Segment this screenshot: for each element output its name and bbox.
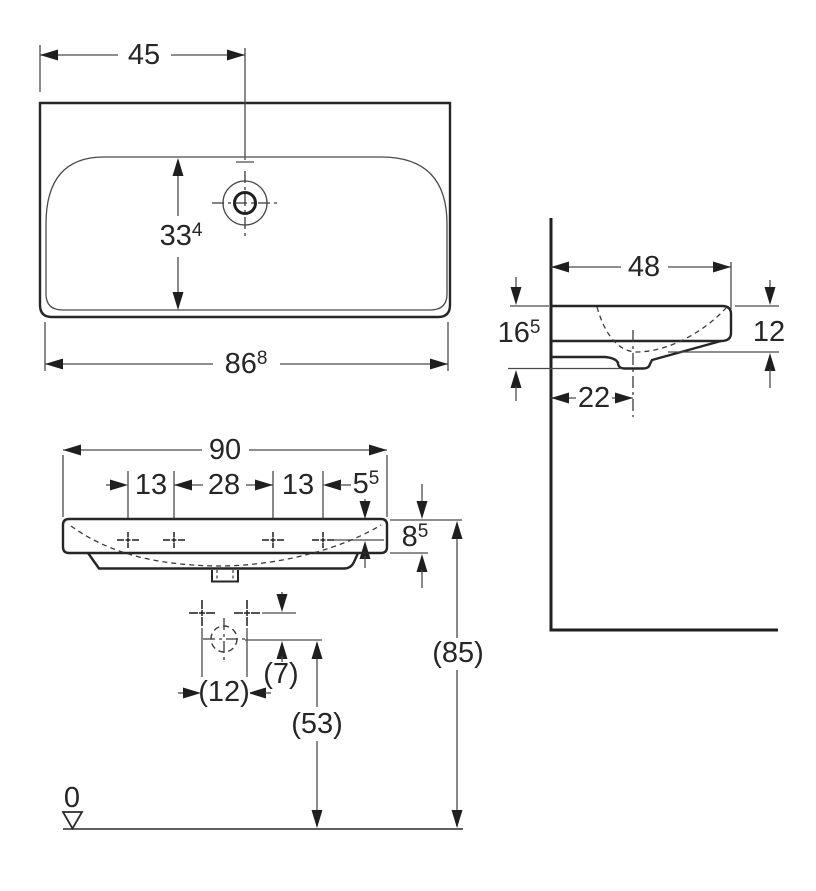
- dim-depth: 48: [551, 251, 732, 309]
- dim-53p-label: (53): [291, 708, 343, 740]
- dim-overall-width-front: 90: [62, 434, 388, 517]
- top-view: 45 334 868: [38, 39, 452, 380]
- basin-front-underside: [87, 552, 360, 570]
- tap-hole-marker: [312, 532, 334, 548]
- datum-zero-label: 0: [64, 782, 80, 814]
- dim-13-left-label: 13: [135, 469, 167, 501]
- dim-334-label: 334: [160, 220, 203, 252]
- dim-overall-width-top: 868: [44, 322, 449, 380]
- dim-55-label: 55: [353, 468, 380, 500]
- basin-side-profile: [551, 304, 733, 343]
- dim-height-at-wall: 165: [498, 277, 622, 401]
- dim-868-label: 868: [225, 348, 268, 380]
- dim-basin-depth: 334: [160, 158, 203, 310]
- basin-outer-outline: [38, 101, 452, 319]
- dim-fixing-hole-spacing: (12): [178, 628, 271, 708]
- dim-drain-offset: 22: [551, 382, 633, 414]
- tap-hole-marker: [117, 532, 139, 548]
- dim-fixing-to-drain: (7): [245, 592, 322, 690]
- drain-outlet-front: [211, 570, 239, 583]
- dim-tap-hole-pitch: 13 28 13 55: [106, 468, 384, 568]
- dim-165-label: 165: [498, 317, 541, 349]
- dim-13-right-label: 13: [282, 469, 314, 501]
- dim-12p-label: (12): [198, 676, 250, 708]
- dim-48-label: 48: [628, 251, 660, 283]
- tap-hole-icon: [212, 171, 278, 236]
- dim-rim-edge-height: 85: [390, 484, 462, 588]
- fixing-hole-marker: [189, 600, 215, 626]
- bowl-hidden-line-front: [70, 524, 382, 567]
- side-view: 48 165 12 22: [498, 218, 785, 632]
- dim-90-label: 90: [209, 434, 241, 466]
- bowl-hidden-line-side: [596, 306, 727, 353]
- fixing-hole-marker: [234, 600, 260, 626]
- tap-hole-marker: [163, 532, 185, 548]
- basin-front-outline: [61, 517, 389, 555]
- basin-underside-profile: [551, 339, 722, 370]
- basin-inner-outline: [45, 156, 448, 311]
- dim-22-label: 22: [578, 382, 610, 414]
- dim-tap-hole-offset: 45: [39, 39, 254, 163]
- tap-hole-markers: [117, 532, 334, 548]
- dim-28-label: 28: [208, 469, 240, 501]
- datum-level-icon: 0: [61, 782, 84, 831]
- dim-front-edge-height: 12: [668, 280, 785, 388]
- installation-dims: (12) (7) (53) (85): [61, 521, 484, 831]
- drain-hidden-circle: [203, 618, 245, 661]
- front-view: 90 13 28 13 55: [61, 434, 462, 588]
- dim-12-label: 12: [753, 316, 785, 348]
- dim-45-label: 45: [128, 39, 160, 71]
- dim-85-rim-label: 85: [402, 521, 429, 553]
- tap-hole-marker: [262, 532, 284, 548]
- dim-85p-label: (85): [432, 637, 484, 669]
- dim-drain-height: (53): [291, 641, 343, 828]
- dim-rim-height: (85): [432, 521, 484, 828]
- dim-7p-label: (7): [263, 658, 298, 690]
